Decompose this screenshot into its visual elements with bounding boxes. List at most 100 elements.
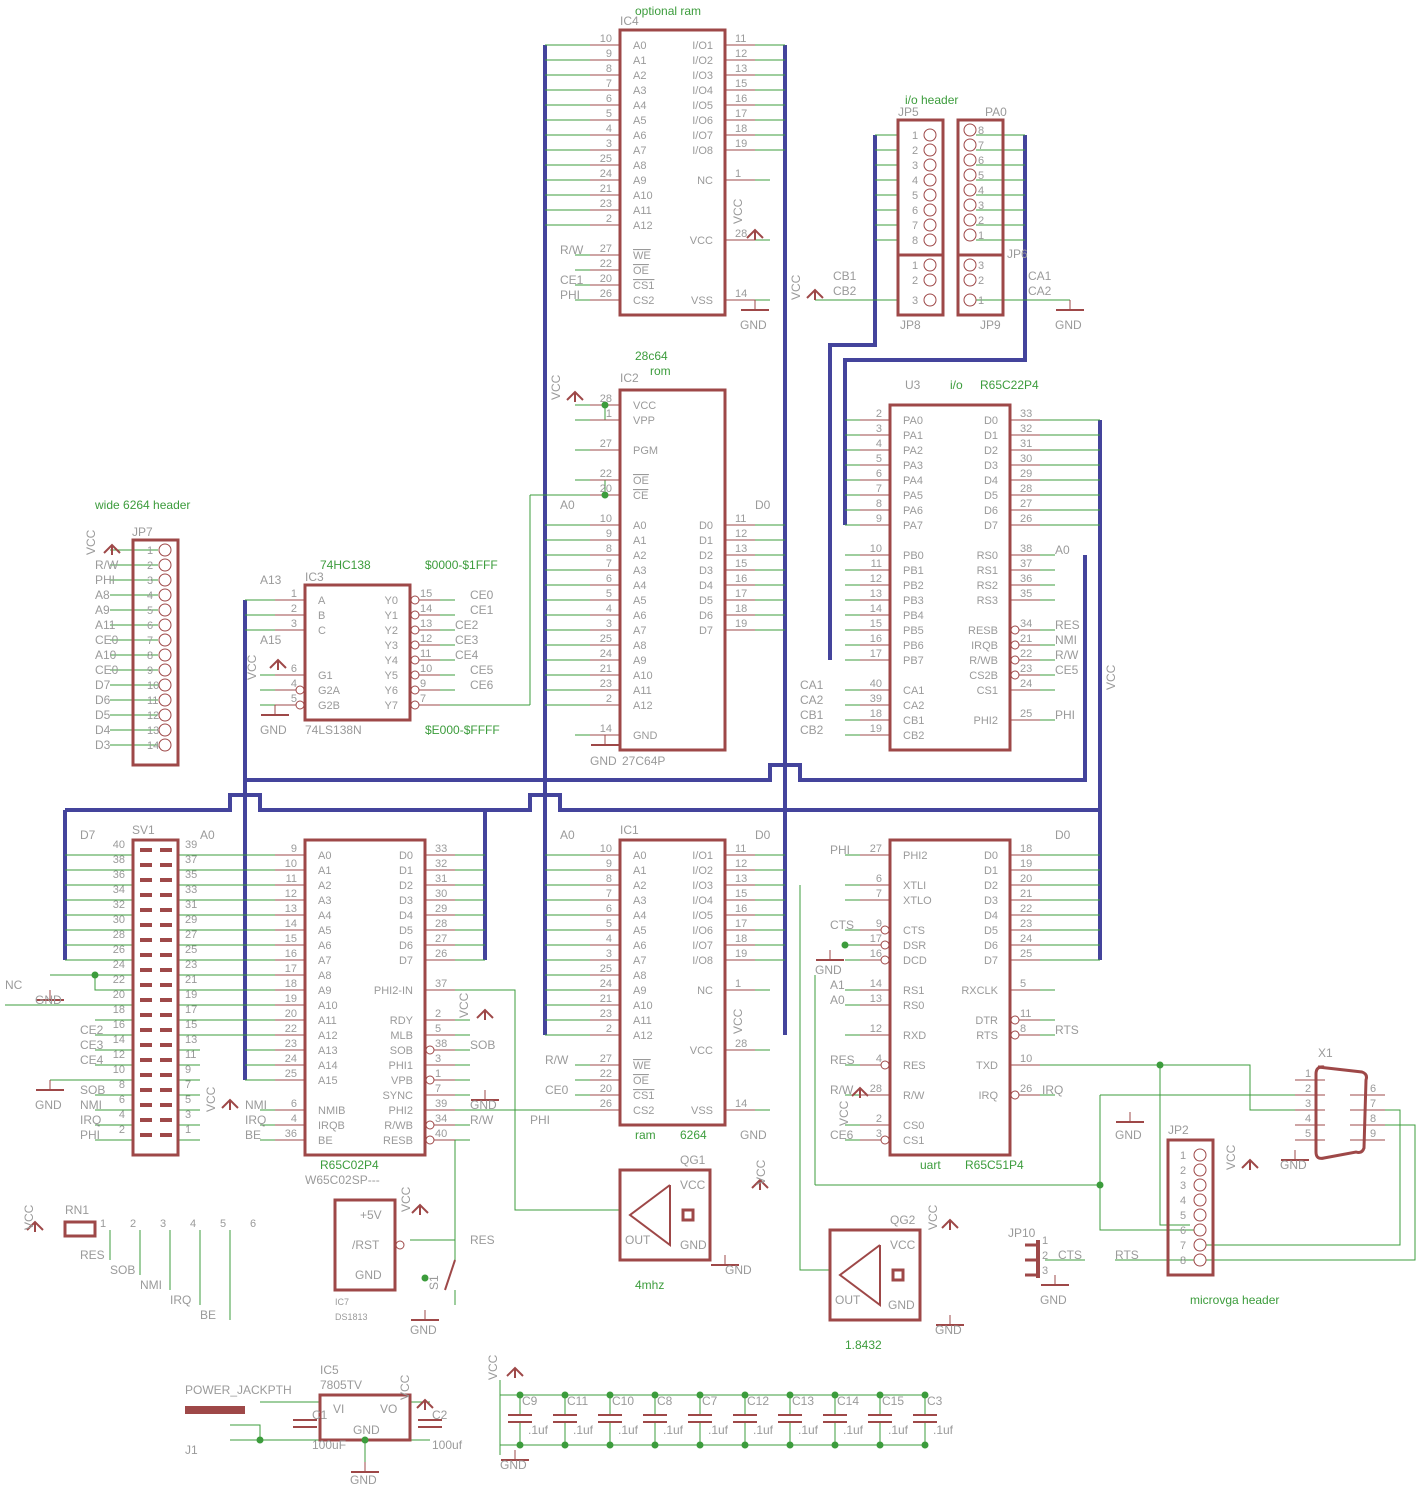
net-label: C13	[792, 1394, 814, 1408]
pin-label: CA1	[903, 685, 924, 697]
pin-number: 8	[119, 1079, 125, 1091]
net-label: i/o header	[905, 93, 958, 107]
pin-number: 38	[113, 854, 125, 866]
pin-label: PB1	[903, 565, 924, 577]
pin-label: CA2	[903, 700, 924, 712]
header-pin	[1193, 1238, 1207, 1252]
header-pin	[158, 558, 172, 572]
pin-number: 18	[735, 603, 747, 615]
inverted-pin-bubble	[410, 655, 420, 665]
net-label: A0	[200, 828, 215, 842]
net-label: .1uf	[933, 1423, 954, 1437]
pin-number: 33	[1020, 408, 1032, 420]
net-label: GND	[500, 1458, 527, 1472]
pin-label: D5	[984, 925, 998, 937]
pin-number: 5	[185, 1094, 191, 1106]
net-label: D4	[95, 723, 111, 737]
net-label: CE6	[830, 1128, 854, 1142]
header-pin	[158, 663, 172, 677]
pin-number: 39	[435, 1098, 447, 1110]
net-label: VCC	[789, 274, 803, 300]
net-label: A15	[260, 633, 282, 647]
pin-number: 8	[606, 63, 612, 75]
pin-number: 30	[435, 888, 447, 900]
pin-number: 7	[912, 220, 918, 232]
pin-number: 22	[113, 974, 125, 986]
pin-label: A8	[318, 970, 331, 982]
qg1-oscillator	[618, 1168, 712, 1262]
pin-number: 1	[735, 978, 741, 990]
pin-number: 11	[1020, 1008, 1031, 1020]
pin-label: D7	[984, 520, 998, 532]
pin-number: 13	[420, 618, 432, 630]
net-label: CE4	[80, 1053, 104, 1067]
net-label: SOB	[110, 1263, 135, 1277]
pin-number: 6	[912, 205, 918, 217]
pin-label: DCD	[903, 955, 927, 967]
pin-label: A0	[633, 850, 646, 862]
pin-label: PA0	[903, 415, 923, 427]
net-label: R/W	[470, 1113, 494, 1127]
net-label: .1uf	[888, 1423, 909, 1437]
net-label: GND	[888, 1298, 915, 1312]
pin-number: 12	[285, 888, 297, 900]
net-label: .1uf	[528, 1423, 549, 1437]
pin-number: 8	[912, 235, 918, 247]
header-pin	[158, 588, 172, 602]
inverted-pin-bubble	[410, 640, 420, 650]
net-label: GND	[740, 318, 767, 332]
pin-number: 10	[420, 663, 432, 675]
pin-label: Y6	[385, 685, 398, 697]
pin-number: 3	[876, 423, 882, 435]
net-label: CB1	[833, 269, 857, 283]
pin-label: CS1	[903, 1135, 924, 1147]
pin-number: 11	[185, 1049, 196, 1061]
pin-number: 3	[978, 260, 984, 272]
net-label: IC7	[335, 1297, 349, 1307]
net-label: GND	[680, 1238, 707, 1252]
net-label: C10	[612, 1394, 634, 1408]
pin-number: 28	[435, 918, 447, 930]
pin-number: 25	[600, 153, 612, 165]
pin-number: 17	[735, 588, 747, 600]
net-label: 28c64	[635, 349, 668, 363]
pin-number: 14	[870, 978, 882, 990]
pin-number: 5	[220, 1218, 226, 1230]
pin-label: I/O3	[692, 70, 713, 82]
junction-dot	[696, 1441, 704, 1449]
pin-number: 9	[606, 528, 612, 540]
net-label: C14	[837, 1394, 859, 1408]
pin-number: 12	[147, 710, 159, 722]
pin-number: 6	[876, 468, 882, 480]
pin-number: 26	[113, 944, 125, 956]
pin-label: A0	[318, 850, 331, 862]
pin-label: A1	[633, 865, 646, 877]
net-label: JP7	[132, 525, 153, 539]
header-pin	[963, 198, 977, 212]
pin-label: A14	[318, 1060, 338, 1072]
net-label: R65C22P4	[980, 378, 1039, 392]
pin-label: PA4	[903, 475, 923, 487]
pin-number: 24	[113, 959, 125, 971]
pin-label: D4	[399, 910, 413, 922]
pin-number: 28	[870, 1083, 882, 1095]
inverted-pin-bubble	[425, 1135, 435, 1145]
pin-number: 14	[113, 1034, 125, 1046]
power-jack-icon	[185, 1406, 245, 1414]
pin-label: CS1	[633, 280, 654, 292]
inverted-pin-bubble	[425, 1045, 435, 1055]
pin-label: A4	[318, 910, 331, 922]
pin-number: 22	[600, 468, 612, 480]
net-label: J1	[185, 1443, 198, 1457]
pin-number: 22	[600, 1068, 612, 1080]
pin-label: I/O4	[692, 85, 713, 97]
pin-label: B	[318, 610, 325, 622]
oscillator-triangle	[628, 1184, 671, 1247]
pin-number: 1	[100, 1218, 106, 1230]
net-label: RN1	[65, 1203, 89, 1217]
pin-label: A12	[633, 700, 653, 712]
pin-label: RS1	[903, 985, 924, 997]
pin-number: 1	[912, 130, 918, 142]
pin-label: TXD	[976, 1060, 998, 1072]
pin-label: A1	[633, 55, 646, 67]
